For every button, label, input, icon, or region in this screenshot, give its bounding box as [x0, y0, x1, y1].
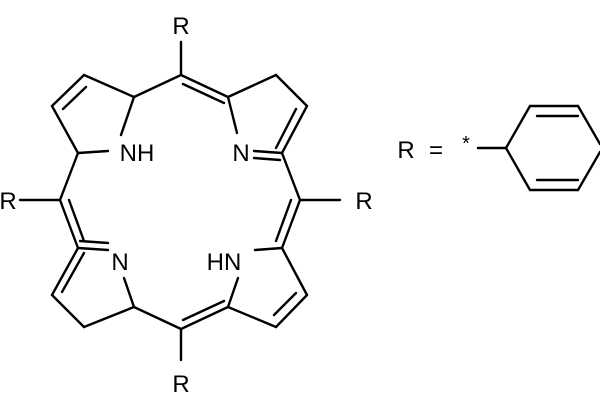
attachment-point-asterisk: * [462, 133, 470, 155]
r-label-right: R [355, 188, 372, 215]
atom-labels: R R R R NH N N HN [0, 13, 373, 398]
pyrrole-ring-bottom-left [50, 239, 136, 329]
definition-r-label: R [397, 137, 414, 164]
substituent-definition: R = * [397, 104, 600, 192]
pyrrole-ring-top-right [226, 73, 309, 162]
pyrrole-ring-top-left [50, 73, 136, 155]
substituent-bonds [18, 40, 342, 362]
r-label-left: R [0, 188, 17, 215]
phenyl-ring [504, 104, 600, 192]
r-label-top: R [172, 13, 189, 40]
hn-label-bottom-right: HN [207, 249, 242, 276]
meso-bridges [58, 73, 302, 331]
r-label-bottom: R [172, 371, 189, 398]
definition-equals-sign: = [429, 137, 443, 164]
pyrrole-ring-bottom-right [226, 246, 309, 329]
porphyrin-bonds [18, 40, 342, 362]
n-label-top-right: N [232, 140, 249, 167]
nh-label-top-left: NH [120, 140, 155, 167]
n-label-bottom-left: N [111, 249, 128, 276]
